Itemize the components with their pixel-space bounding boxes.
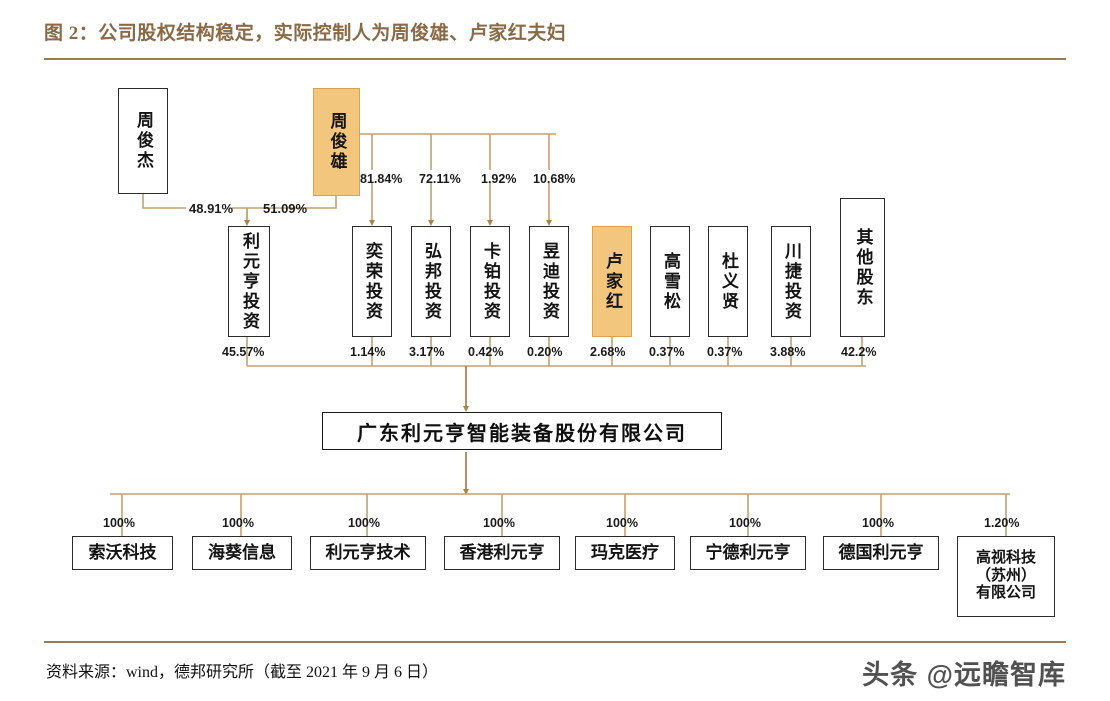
subsidiary-box-ningde-liyuanheng[interactable]: 宁德利元亨: [690, 536, 806, 570]
ownership-structure-diagram: 周俊杰 周俊雄 48.91% 51.09% 81.84% 72.11% 1.92…: [0, 60, 1110, 640]
shareholder-box-chuanjie-investment[interactable]: 川捷投资: [771, 226, 811, 337]
person-box-zhou-junjie[interactable]: 周俊杰: [118, 88, 168, 194]
subsidiary-box-liyuanheng-technology[interactable]: 利元亨技术: [310, 536, 426, 570]
shareholder-box-other-shareholders[interactable]: 其他股东: [840, 198, 885, 337]
pct-shareholder-9: 42.2%: [841, 345, 877, 359]
pct-subsidiary-0: 100%: [103, 516, 135, 530]
shareholder-box-gao-xuesong[interactable]: 高雪松: [650, 226, 690, 337]
shareholder-box-kabo-investment[interactable]: 卡铂投资: [470, 226, 510, 337]
node-label: 奕荣投资: [363, 241, 383, 322]
title-divider-top: [44, 58, 1066, 60]
shareholder-box-yirong-investment[interactable]: 奕荣投资: [352, 226, 392, 337]
node-label: 香港利元亨: [459, 542, 545, 562]
source-note: 资料来源：wind，德邦研究所（截至 2021 年 9 月 6 日）: [46, 664, 439, 681]
node-label: 其他股东: [853, 227, 873, 308]
pct-subsidiary-5: 100%: [729, 516, 761, 530]
subsidiary-box-hongkong-liyuanheng[interactable]: 香港利元亨: [444, 536, 560, 570]
pct-zhou-junxiong-to-liyuanheng: 51.09%: [263, 201, 308, 216]
pct-subsidiary-2: 100%: [348, 516, 380, 530]
subsidiary-box-germany-liyuanheng[interactable]: 德国利元亨: [823, 536, 939, 570]
node-label: 昱迪投资: [540, 241, 560, 322]
pct-shareholder-5: 2.68%: [590, 345, 626, 359]
shareholder-box-liyuanheng-investment[interactable]: 利元亨投资: [228, 226, 270, 337]
node-label: 弘邦投资: [422, 241, 442, 322]
node-label: 德国利元亨: [838, 542, 924, 562]
connector-wires: [110, 133, 1010, 536]
company-name: 广东利元亨智能装备股份有限公司: [357, 422, 687, 445]
shareholder-box-du-yixian[interactable]: 杜义贤: [708, 226, 748, 337]
node-label: 杜义贤: [719, 251, 739, 312]
node-label: 周俊杰: [134, 111, 154, 171]
pct-shareholder-0: 45.57%: [222, 345, 265, 359]
pct-subsidiary-6: 100%: [862, 516, 894, 530]
node-label: 利元亨技术: [325, 542, 411, 562]
pct-shareholder-2: 3.17%: [409, 345, 445, 359]
node-label: 高雪松: [661, 251, 681, 312]
watermark: 头条 @远瞻智库: [862, 660, 1066, 690]
node-label: 高视科技 （苏州） 有限公司: [975, 549, 1036, 602]
shareholder-box-yudi-investment[interactable]: 昱迪投资: [529, 226, 569, 337]
node-label: 索沃科技: [88, 542, 157, 562]
person-box-zhou-junxiong[interactable]: 周俊雄: [313, 88, 360, 196]
node-label: 利元亨投资: [240, 231, 260, 332]
pct-zhou-holding-1: 72.11%: [419, 172, 461, 186]
subsidiary-box-haikui-information[interactable]: 海葵信息: [192, 536, 292, 570]
pct-shareholder-8: 3.88%: [770, 345, 806, 359]
subsidiary-box-make-medical[interactable]: 玛克医疗: [575, 536, 675, 570]
figure-title: 图 2：公司股权结构稳定，实际控制人为周俊雄、卢家红夫妇: [44, 23, 567, 44]
subsidiary-box-suowo-technology[interactable]: 索沃科技: [72, 536, 173, 570]
node-label: 宁德利元亨: [705, 542, 791, 562]
pct-subsidiary-1: 100%: [222, 516, 254, 530]
footer-divider: [44, 641, 1066, 643]
shareholder-box-lu-jiahong[interactable]: 卢家红: [592, 226, 632, 337]
node-label: 玛克医疗: [591, 542, 659, 562]
pct-subsidiary-7: 1.20%: [984, 516, 1020, 530]
node-label: 卡铂投资: [481, 241, 501, 322]
pct-shareholder-6: 0.37%: [649, 345, 685, 359]
pct-shareholder-1: 1.14%: [350, 345, 386, 359]
node-label: 海葵信息: [208, 542, 276, 562]
pct-zhou-junjie-to-liyuanheng: 48.91%: [189, 201, 234, 216]
pct-subsidiary-3: 100%: [483, 516, 515, 530]
company-box[interactable]: 广东利元亨智能装备股份有限公司: [322, 412, 722, 450]
node-label: 川捷投资: [782, 241, 802, 322]
pct-shareholder-7: 0.37%: [707, 345, 743, 359]
node-label: 卢家红: [603, 251, 623, 312]
pct-zhou-holding-0: 81.84%: [360, 172, 403, 186]
subsidiary-box-gaoshi-technology-suzhou[interactable]: 高视科技 （苏州） 有限公司: [957, 536, 1055, 617]
pct-zhou-holding-3: 10.68%: [533, 172, 576, 186]
pct-zhou-holding-2: 1.92%: [481, 172, 517, 186]
pct-shareholder-4: 0.20%: [527, 345, 563, 359]
pct-subsidiary-4: 100%: [606, 516, 638, 530]
shareholder-box-hongbang-investment[interactable]: 弘邦投资: [411, 226, 451, 337]
pct-shareholder-3: 0.42%: [468, 345, 504, 359]
node-label: 周俊雄: [327, 112, 347, 172]
